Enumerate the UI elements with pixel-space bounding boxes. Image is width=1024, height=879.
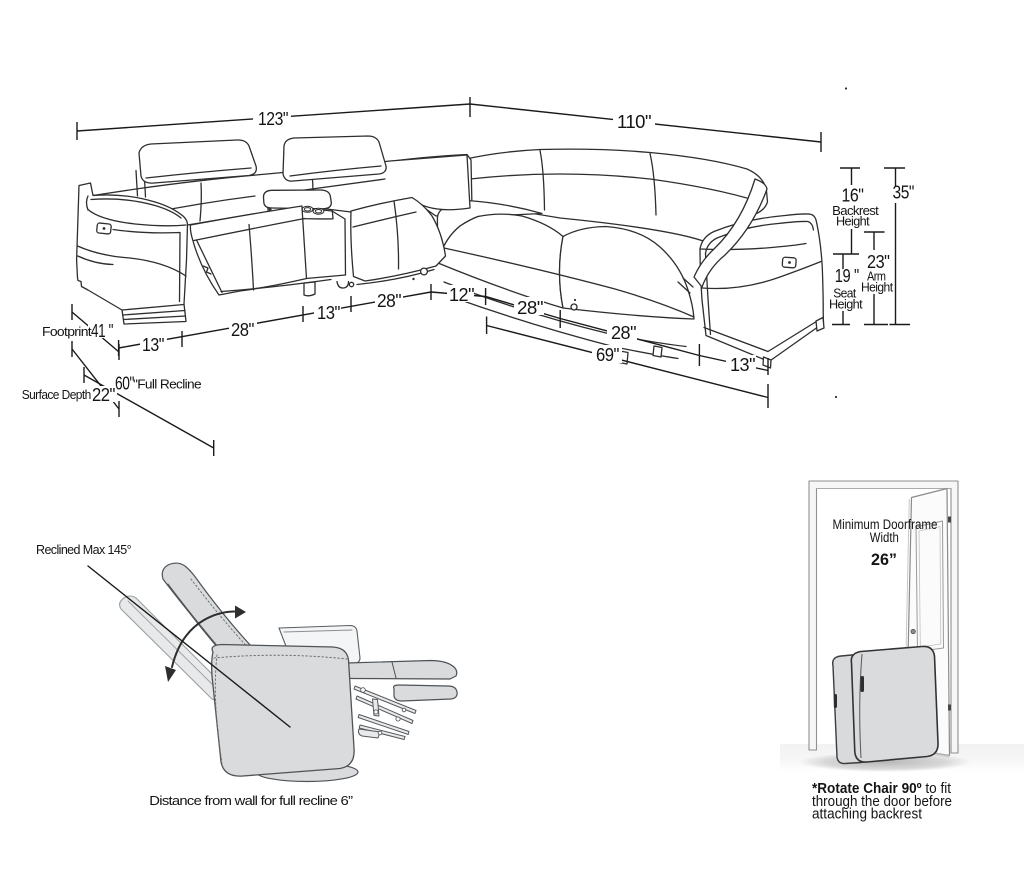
svg-text:28": 28" [377,291,401,311]
svg-text:through the door before: through the door before [812,794,952,810]
svg-text:Surface Depth: Surface Depth [22,388,92,402]
svg-text:Arm: Arm [867,270,886,284]
svg-text:Width: Width [870,530,899,545]
svg-text:Footprint: Footprint [42,325,92,339]
svg-text:69": 69" [596,345,619,365]
svg-text:*Rotate Chair 90º to fit: *Rotate Chair 90º to fit [812,781,951,797]
svg-text:13": 13" [142,335,164,355]
svg-text:13": 13" [317,303,340,323]
svg-text:13": 13" [730,355,755,375]
svg-text:26”: 26” [871,550,897,569]
svg-text:110": 110" [617,112,651,132]
svg-text:60": 60" [115,374,134,394]
svg-text:28": 28" [611,323,636,343]
svg-text:Distance from wall for full re: Distance from wall for full recline 6” [149,794,353,808]
svg-text:Height: Height [829,298,863,312]
svg-text:12": 12" [449,285,474,305]
svg-text:28": 28" [517,298,543,318]
svg-text:22": 22" [92,385,115,405]
svg-text:Height: Height [836,215,870,229]
svg-text:28": 28" [231,320,254,340]
svg-text:Minimum Doorframe: Minimum Doorframe [833,517,938,532]
svg-text:16": 16" [842,186,864,206]
svg-text:35": 35" [893,183,915,203]
svg-text:23": 23" [867,252,890,272]
svg-text:Seat: Seat [833,287,857,301]
svg-text:41 ": 41 " [91,321,113,341]
svg-text:attaching backrest: attaching backrest [812,807,922,823]
svg-text:Reclined Max 145°: Reclined Max 145° [36,543,132,557]
svg-text:123": 123" [258,109,288,129]
svg-text:Backrest: Backrest [832,204,879,218]
svg-text:"Full Recline: "Full Recline [133,378,202,392]
svg-text:19 ": 19 " [835,266,859,286]
svg-text:Height: Height [861,281,894,295]
